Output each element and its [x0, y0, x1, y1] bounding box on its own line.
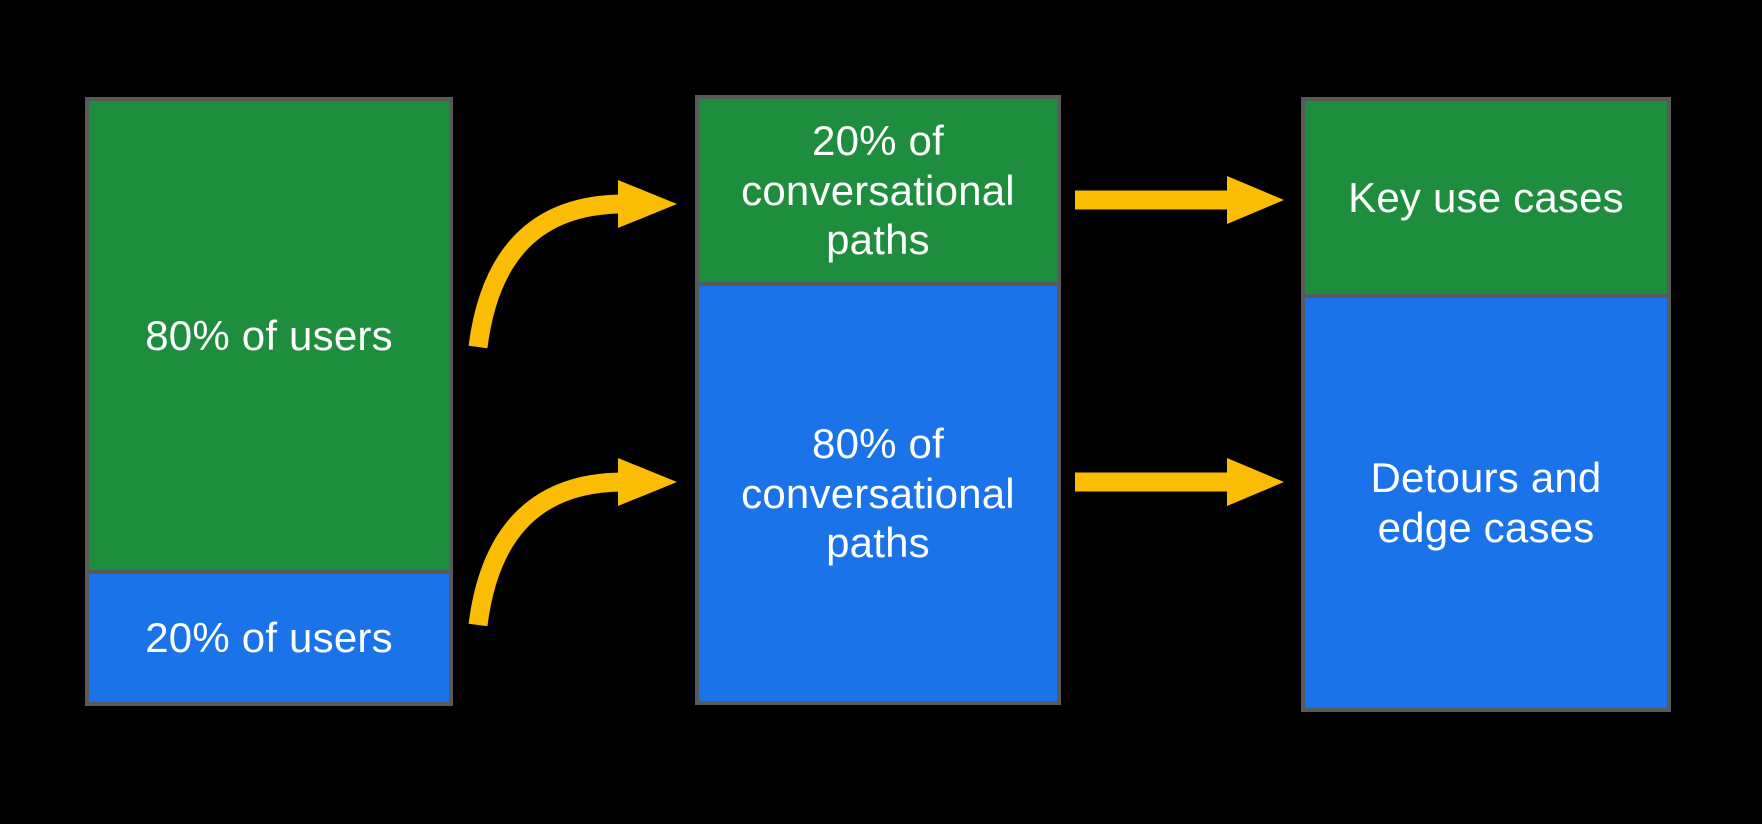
detours-edge-cases-label: Detours and edge cases: [1370, 454, 1602, 551]
use-cases-column: Key use cases Detours and edge cases: [1301, 97, 1671, 712]
users-20-segment: 20% of users: [89, 574, 449, 702]
conversational-paths-column: 20% of conversational paths 80% of conve…: [695, 95, 1061, 705]
paths-80-label: 80% of conversational paths: [741, 420, 1015, 567]
curved-arrow-users-to-paths-upper: [468, 180, 677, 349]
straight-arrow-paths-to-cases-upper: [1075, 176, 1284, 224]
straight-arrow-paths-to-cases-lower: [1075, 458, 1284, 506]
paths-80-segment: 80% of conversational paths: [699, 286, 1057, 701]
users-80-segment: 80% of users: [89, 101, 449, 574]
users-20-label: 20% of users: [145, 614, 393, 662]
curved-arrow-users-to-paths-lower: [468, 458, 677, 627]
key-use-cases-label: Key use cases: [1348, 173, 1624, 221]
detours-edge-cases-segment: Detours and edge cases: [1305, 298, 1667, 708]
paths-20-label: 20% of conversational paths: [741, 117, 1015, 264]
paths-20-segment: 20% of conversational paths: [699, 99, 1057, 286]
users-column: 80% of users 20% of users: [85, 97, 453, 706]
key-use-cases-segment: Key use cases: [1305, 101, 1667, 298]
users-80-label: 80% of users: [145, 311, 393, 359]
